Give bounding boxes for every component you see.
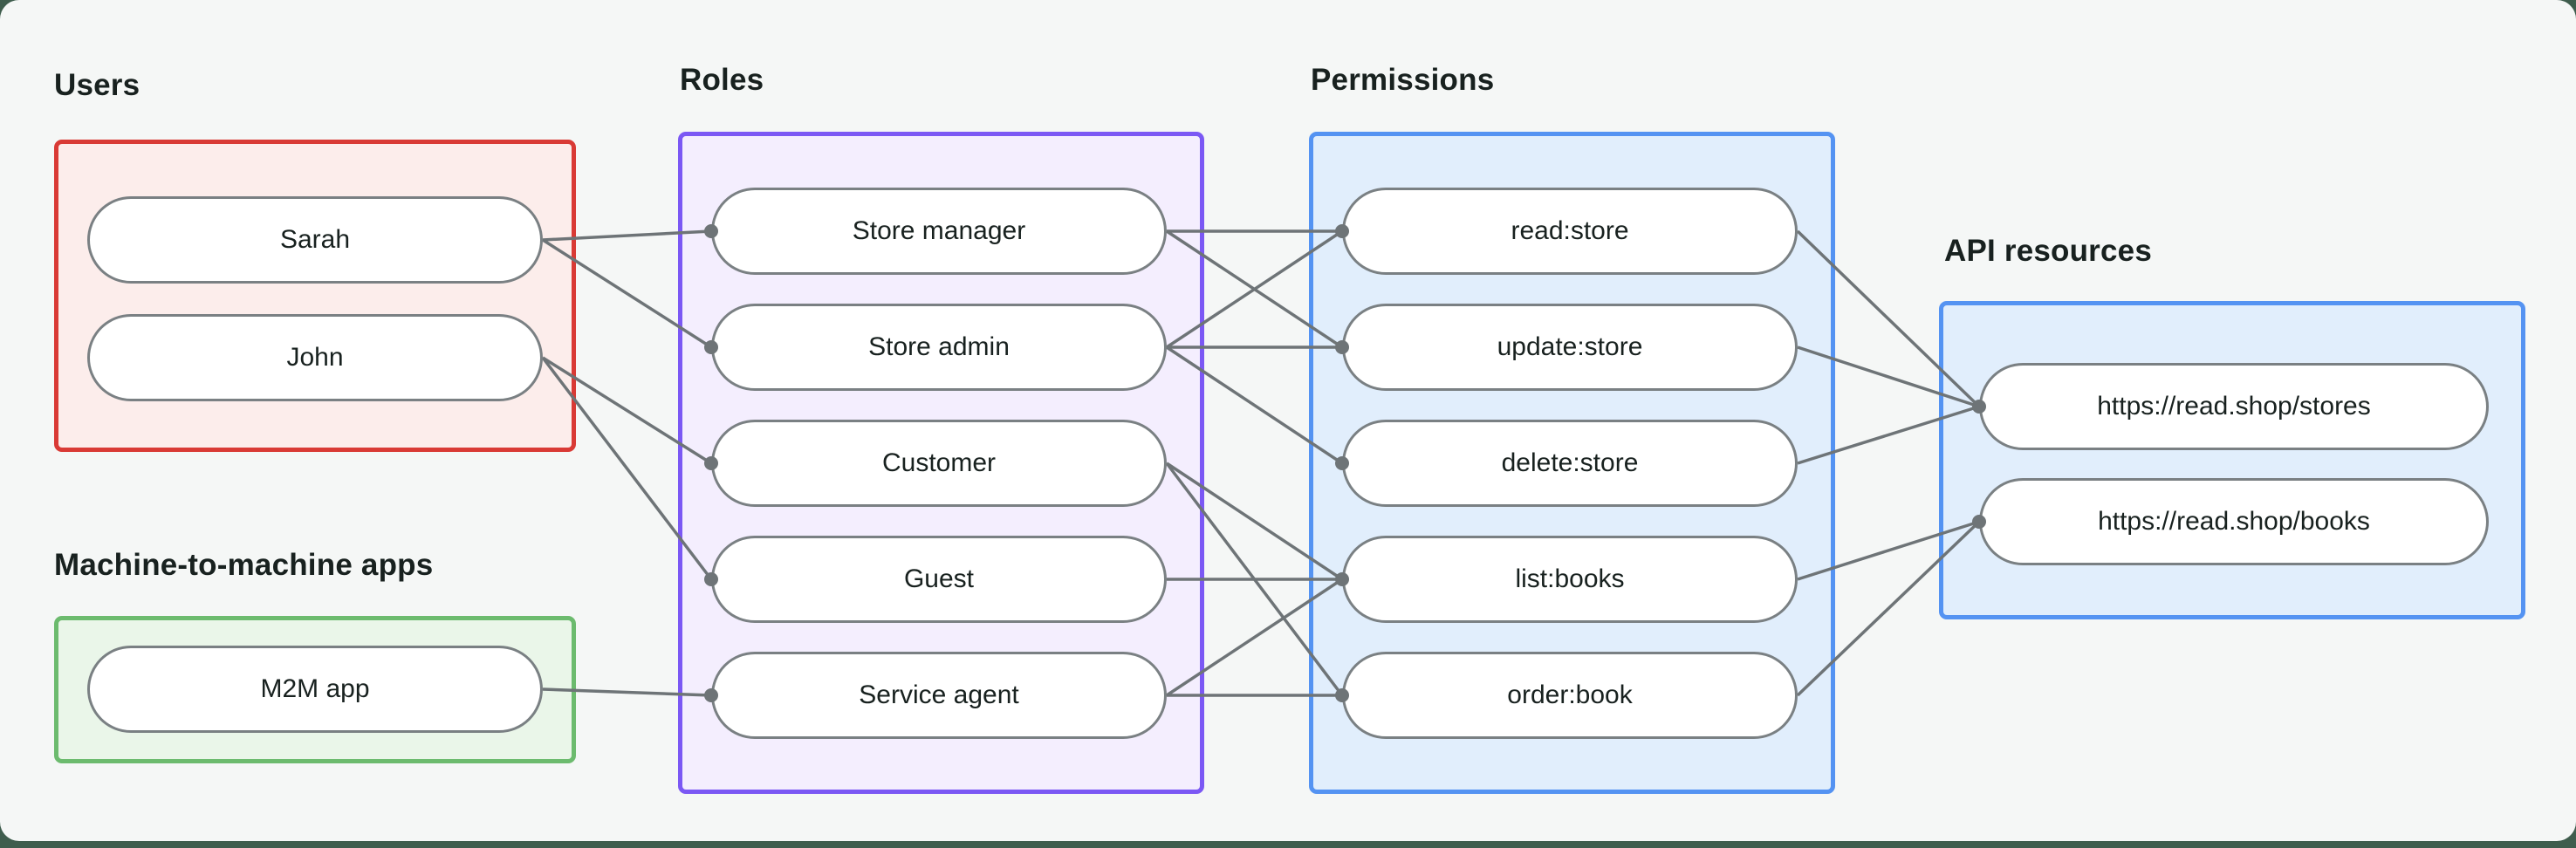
node-stores-resource: https://read.shop/stores: [1979, 363, 2489, 450]
node-guest: Guest: [711, 536, 1167, 623]
node-label: Customer: [881, 448, 997, 477]
edge-line: [1796, 229, 1981, 408]
m2m-group-title: Machine-to-machine apps: [54, 548, 434, 582]
edge-line: [1796, 520, 1981, 697]
node-label: Store manager: [852, 216, 1026, 245]
roles-group-title: Roles: [680, 63, 764, 97]
permissions-group-title: Permissions: [1311, 63, 1495, 97]
node-sarah: Sarah: [87, 196, 543, 284]
edge-line: [1166, 578, 1343, 697]
edge-line: [541, 356, 713, 581]
node-label: https://read.shop/stores: [2097, 392, 2371, 421]
edge-line: [542, 238, 712, 349]
connection-dot: [1335, 340, 1349, 354]
node-customer: Customer: [711, 420, 1167, 507]
node-m2m-app: M2M app: [87, 646, 543, 733]
node-john: John: [87, 314, 543, 401]
node-label: Service agent: [859, 680, 1019, 709]
connection-dot: [1335, 688, 1349, 702]
connection-dot: [1972, 400, 1986, 414]
node-service-agent: Service agent: [711, 652, 1167, 739]
edge-line: [1166, 229, 1343, 349]
node-label: read:store: [1511, 216, 1629, 245]
connection-dot: [1335, 224, 1349, 238]
edge-line: [1166, 345, 1343, 465]
connection-dot: [1335, 456, 1349, 470]
api-resources-group-title: API resources: [1944, 234, 2152, 268]
node-update-store: update:store: [1342, 304, 1798, 391]
node-label: John: [286, 343, 344, 372]
node-label: Store admin: [868, 332, 1010, 361]
users-group-title: Users: [54, 68, 140, 102]
node-order-book: order:book: [1342, 652, 1798, 739]
node-delete-store: delete:store: [1342, 420, 1798, 507]
edge-line: [542, 356, 712, 465]
node-label: order:book: [1507, 680, 1633, 709]
node-store-admin: Store admin: [711, 304, 1167, 391]
connection-dot: [704, 572, 718, 586]
node-read-store: read:store: [1342, 188, 1798, 275]
node-label: https://read.shop/books: [2098, 507, 2370, 536]
connection-dot: [704, 224, 718, 238]
node-label: Sarah: [279, 225, 351, 254]
node-label: update:store: [1497, 332, 1643, 361]
edge-line: [1797, 405, 1980, 465]
connection-dot: [704, 688, 718, 702]
node-label: M2M app: [260, 674, 370, 703]
edge-line: [542, 229, 712, 242]
edge-line: [1797, 520, 1980, 581]
api-group-box: [1939, 301, 2525, 619]
edge-line: [1166, 462, 1343, 581]
connection-dot: [1972, 515, 1986, 529]
connection-dot: [704, 340, 718, 354]
edge-line: [542, 687, 712, 697]
node-label: Guest: [903, 564, 975, 593]
edge-line: [1797, 345, 1980, 408]
node-list-books: list:books: [1342, 536, 1798, 623]
node-label: list:books: [1515, 564, 1625, 593]
node-label: delete:store: [1501, 448, 1639, 477]
connection-dot: [1335, 572, 1349, 586]
node-store-manager: Store manager: [711, 188, 1167, 275]
connection-dot: [704, 456, 718, 470]
node-books-resource: https://read.shop/books: [1979, 478, 2489, 565]
